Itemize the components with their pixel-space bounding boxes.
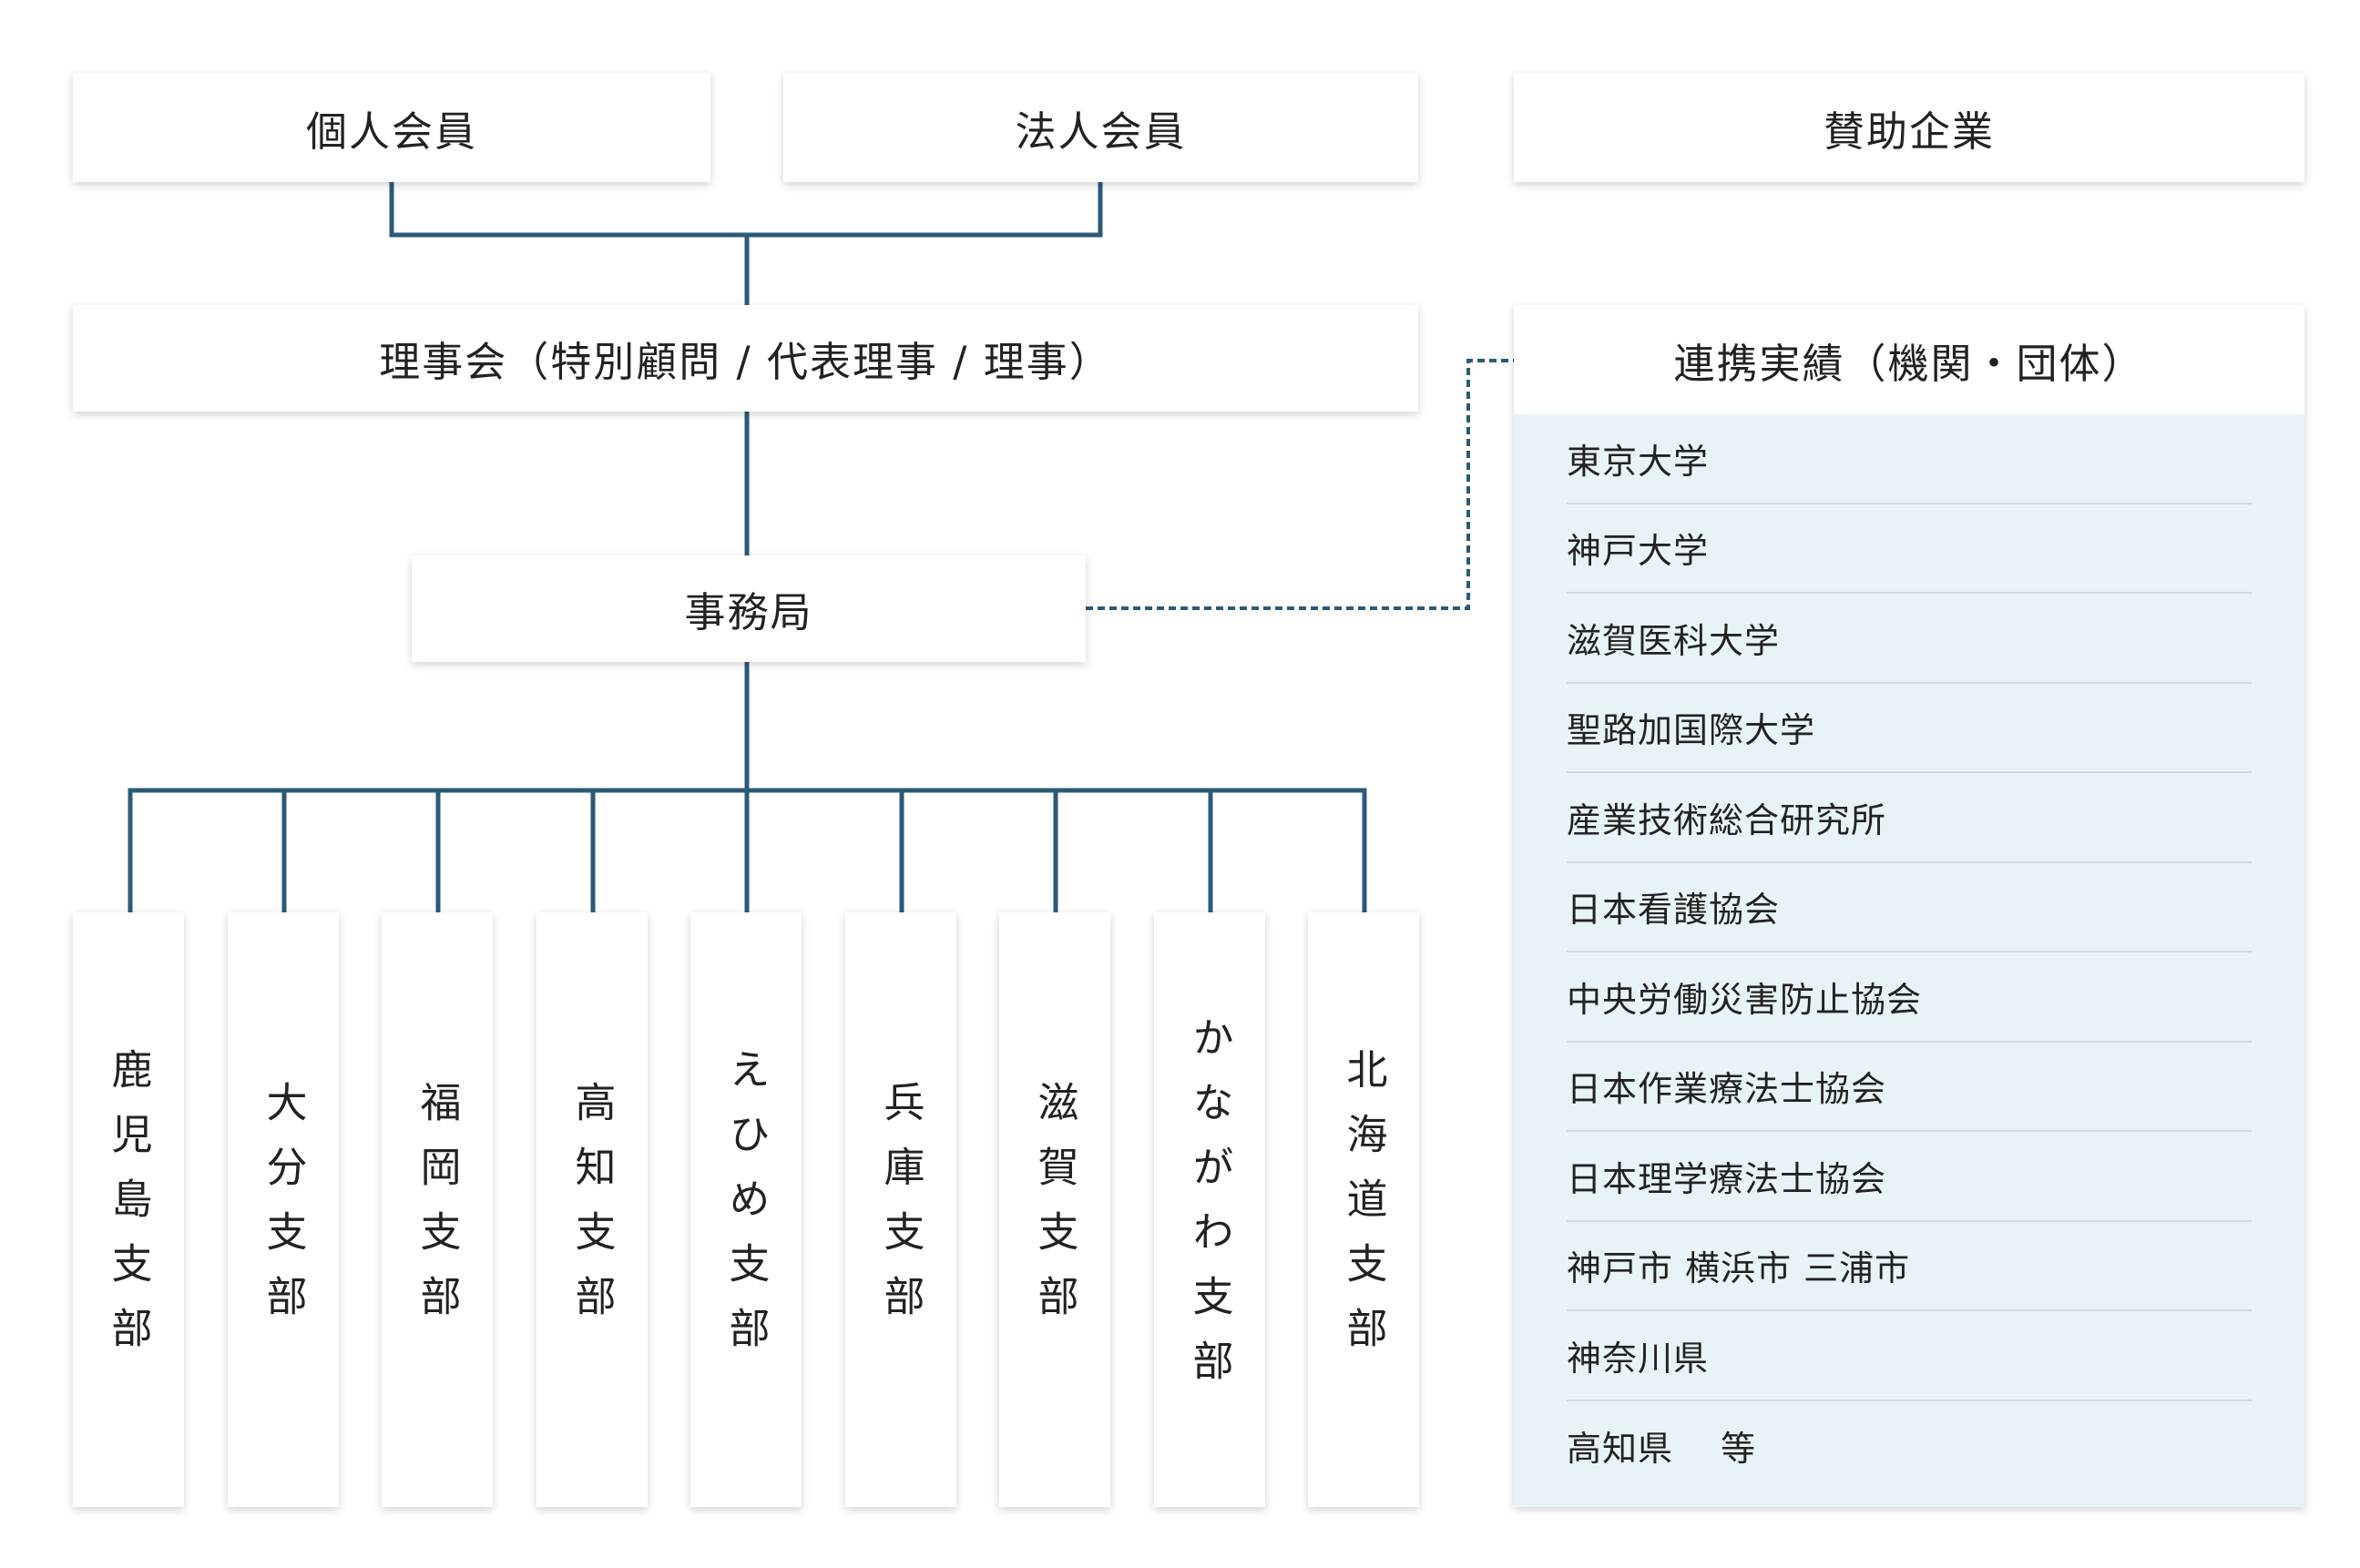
branch-box-kagoshima: 鹿児島支部 xyxy=(73,912,184,1507)
branch-label: えひめ支部 xyxy=(721,1048,771,1371)
sponsor-company-label: 賛助企業 xyxy=(1823,107,1995,156)
partner-panel: 連携実績（機関・団体） 東京大学 神戸大学 滋賀医科大学 聖路加国際大学 産業技… xyxy=(1514,305,2304,1507)
partner-item: 神戸大学 xyxy=(1567,504,2252,594)
partner-item: 高知県 等 xyxy=(1567,1429,1757,1470)
branch-label: 高知支部 xyxy=(567,1080,617,1339)
branch-box-ehime: えひめ支部 xyxy=(690,912,802,1507)
branch-box-oita: 大分支部 xyxy=(228,912,339,1507)
branch-label: 鹿児島支部 xyxy=(104,1048,153,1371)
individual-member-label: 個人会員 xyxy=(305,107,477,156)
partner-item: 神奈川県 xyxy=(1567,1311,2252,1401)
corporate-member-label: 法人会員 xyxy=(1015,107,1187,156)
branch-label: 大分支部 xyxy=(259,1080,308,1339)
branch-label: 福岡支部 xyxy=(413,1080,462,1339)
branch-label: 北海道支部 xyxy=(1339,1048,1388,1371)
partner-item: 東京大学 xyxy=(1567,414,2252,504)
branch-box-hokkaido: 北海道支部 xyxy=(1308,912,1419,1507)
secretariat-box: 事務局 xyxy=(412,555,1086,662)
branch-box-shiga: 滋賀支部 xyxy=(999,912,1110,1507)
board-label: 理事会（特別顧問 / 代表理事 / 理事） xyxy=(379,338,1112,386)
branch-box-hyogo: 兵庫支部 xyxy=(845,912,956,1507)
partner-item: 神戸市 横浜市 三浦市 xyxy=(1567,1222,2252,1311)
partner-item: 日本作業療法士協会 xyxy=(1567,1043,2252,1132)
partner-item: 日本看護協会 xyxy=(1567,863,2252,952)
branch-label: かながわ支部 xyxy=(1185,1015,1234,1404)
board-box: 理事会（特別顧問 / 代表理事 / 理事） xyxy=(73,305,1418,412)
partner-item: 日本理学療法士協会 xyxy=(1567,1132,2252,1222)
branch-box-fukuoka: 福岡支部 xyxy=(382,912,493,1507)
individual-member-box: 個人会員 xyxy=(73,73,710,182)
branch-box-kanagawa: かながわ支部 xyxy=(1154,912,1265,1507)
branch-label: 兵庫支部 xyxy=(876,1080,925,1339)
members-connector xyxy=(389,182,1103,238)
partner-title: 連携実績（機関・団体） xyxy=(1514,305,2304,414)
partner-list: 東京大学 神戸大学 滋賀医科大学 聖路加国際大学 産業技術総合研究所 日本看護協… xyxy=(1514,414,2304,1507)
corporate-member-box: 法人会員 xyxy=(783,73,1418,182)
branch-bus-line xyxy=(128,788,1367,912)
partner-item: 滋賀医科大学 xyxy=(1567,594,2252,684)
partner-item: 聖路加国際大学 xyxy=(1567,684,2252,773)
partner-item: 中央労働災害防止協会 xyxy=(1567,952,2252,1043)
partner-item: 産業技術総合研究所 xyxy=(1567,773,2252,863)
branch-label: 滋賀支部 xyxy=(1030,1080,1079,1339)
branch-box-kochi: 高知支部 xyxy=(536,912,648,1507)
secretariat-label: 事務局 xyxy=(684,588,813,636)
sponsor-company-box: 賛助企業 xyxy=(1514,73,2304,182)
